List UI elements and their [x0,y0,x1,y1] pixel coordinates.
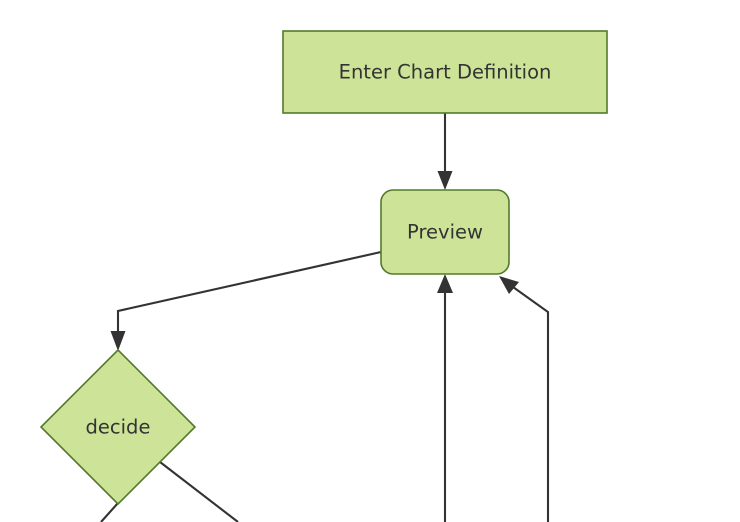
node-rect[interactable] [282,30,608,114]
node-rounded-rect[interactable] [380,189,510,275]
node-label-decide: decide [86,416,151,439]
node-label-enter-chart-definition: Enter Chart Definition [339,61,552,84]
edge-bottom-right-to-preview [499,276,550,522]
edge-line [159,461,239,522]
edge-bottom-center-to-preview [437,274,453,522]
arrowhead-icon [437,274,453,293]
edge-preview-to-decide [110,250,382,351]
arrowhead-icon [437,171,453,190]
node-diamond[interactable] [39,348,197,506]
edge-line [116,250,382,341]
node-enter-chart-definition[interactable]: Enter Chart Definition [282,30,608,114]
node-decide[interactable]: decide [39,348,197,506]
edge-line [100,502,119,522]
edge-line [505,281,550,522]
edge-enter-to-preview [437,113,453,190]
edge-decide-right-out [159,461,239,522]
edge-decide-bottom-out [100,502,119,522]
arrowhead-icon [110,331,126,351]
node-preview[interactable]: Preview [380,189,510,275]
node-label-preview: Preview [407,221,483,244]
arrowhead-icon [499,276,519,294]
